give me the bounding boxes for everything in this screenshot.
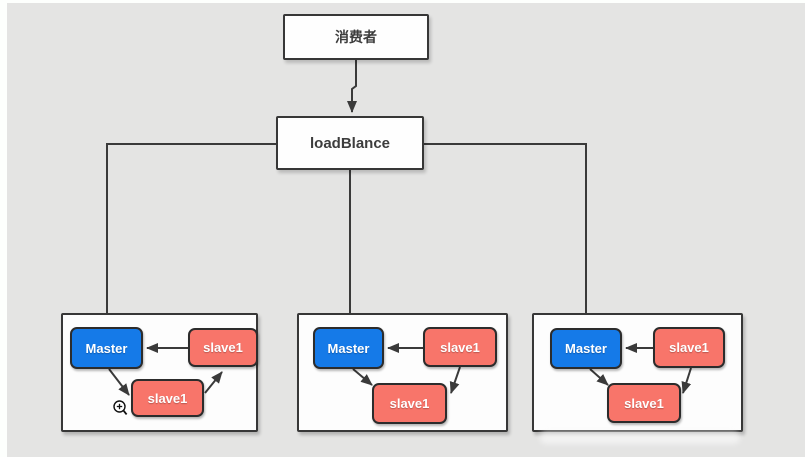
- slave-bottom-label: slave1: [147, 390, 188, 406]
- left-edge-strip: [0, 0, 7, 457]
- slave-bottom-label: slave1: [389, 396, 430, 411]
- slave-node-top: slave1: [188, 328, 258, 367]
- slave-node-bottom: slave1: [131, 379, 204, 417]
- replication-group-2: Master slave1 slave1: [297, 313, 508, 432]
- master-node: Master: [70, 327, 143, 369]
- master-label: Master: [327, 340, 370, 356]
- consumer-label: 消费者: [335, 29, 377, 45]
- master-node: Master: [550, 328, 622, 369]
- slave-node-top: slave1: [423, 327, 497, 367]
- replication-group-3: Master slave1 slave1: [532, 313, 743, 432]
- load-balancer-node: loadBlance: [276, 116, 424, 170]
- slave-node-top: slave1: [653, 327, 725, 368]
- slave-top-label: slave1: [203, 340, 243, 355]
- smudge-artifact: [540, 431, 740, 444]
- load-balancer-label: loadBlance: [309, 134, 391, 152]
- slave-top-label: slave1: [669, 340, 709, 355]
- consumer-node: 消费者: [283, 14, 429, 60]
- top-edge-strip: [0, 0, 805, 3]
- slave-top-label: slave1: [440, 339, 480, 355]
- master-node: Master: [313, 327, 384, 369]
- slave-node-bottom: slave1: [372, 383, 447, 424]
- slave-node-bottom: slave1: [607, 383, 681, 423]
- master-label: Master: [565, 341, 607, 356]
- slave-bottom-label: slave1: [624, 395, 664, 411]
- zoom-in-cursor-icon: [113, 400, 128, 415]
- master-label: Master: [85, 340, 128, 356]
- replication-group-1: Master slave1 slave1: [61, 313, 258, 432]
